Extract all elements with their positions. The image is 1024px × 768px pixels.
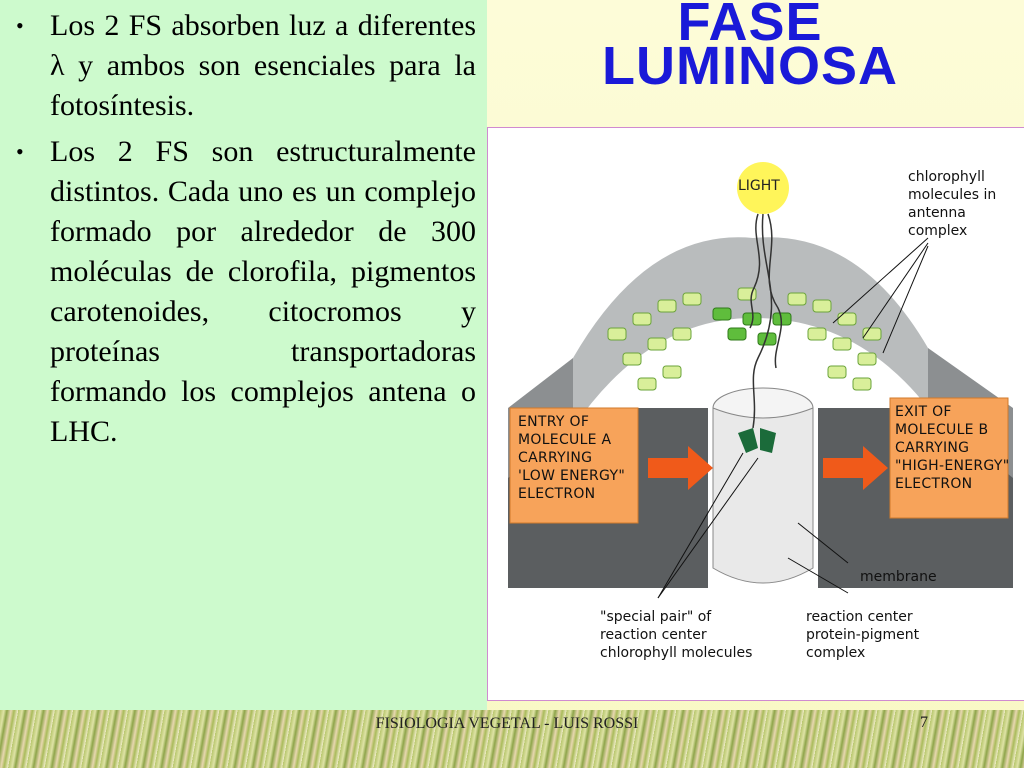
reaction-center-label: reaction center protein-pigment complex xyxy=(806,609,920,661)
bullet-text: Los 2 FS son estructuralmente distintos.… xyxy=(50,135,476,448)
special-pair-left xyxy=(738,428,758,453)
reaction-center-cylinder xyxy=(712,407,814,584)
entry-box xyxy=(509,407,639,524)
active-cells xyxy=(712,307,792,346)
slide-title: FASE LUMINOSA xyxy=(520,0,980,96)
entry-label: ENTRY OF MOLECULE A CARRYING 'LOW ENERGY… xyxy=(518,414,626,502)
bullet-marker: • xyxy=(16,139,24,164)
title-line-1: FASE xyxy=(677,0,823,52)
exit-label: EXIT OF MOLECULE B CARRYING "HIGH-ENERGY… xyxy=(895,404,1010,492)
antenna-cells xyxy=(607,287,882,391)
chlorophyll-label: chlorophyll molecules in antenna complex xyxy=(908,169,997,239)
footer-text: FISIOLOGIA VEGETAL - LUIS ROSSI xyxy=(375,715,639,732)
exit-box xyxy=(889,397,1009,519)
membrane-top xyxy=(573,237,928,428)
footer-grass-strip xyxy=(0,710,1024,768)
diagram-graphic xyxy=(508,162,1013,599)
bullet-item: • Los 2 FS son estructuralmente distinto… xyxy=(8,132,476,452)
exit-arrow xyxy=(823,446,888,490)
bullet-list: • Los 2 FS absorben luz a diferentes λ y… xyxy=(8,6,476,458)
bullet-text: Los 2 FS absorben luz a diferentes λ y a… xyxy=(50,9,476,122)
text-panel: • Los 2 FS absorben luz a diferentes λ y… xyxy=(0,0,487,712)
entry-arrow xyxy=(648,446,713,490)
page-number: 7 xyxy=(920,714,928,731)
photosystem-diagram: LIGHT chlorophyll molecules in antenna c… xyxy=(487,127,1024,701)
light-source xyxy=(737,162,789,214)
special-pair-label: "special pair" of reaction center chloro… xyxy=(600,609,753,661)
membrane-label: membrane xyxy=(860,569,937,585)
light-label: LIGHT xyxy=(738,178,780,194)
special-pair-right xyxy=(760,428,776,453)
title-line-2: LUMINOSA xyxy=(602,36,898,96)
bullet-marker: • xyxy=(16,13,24,38)
bullet-item: • Los 2 FS absorben luz a diferentes λ y… xyxy=(8,6,476,126)
